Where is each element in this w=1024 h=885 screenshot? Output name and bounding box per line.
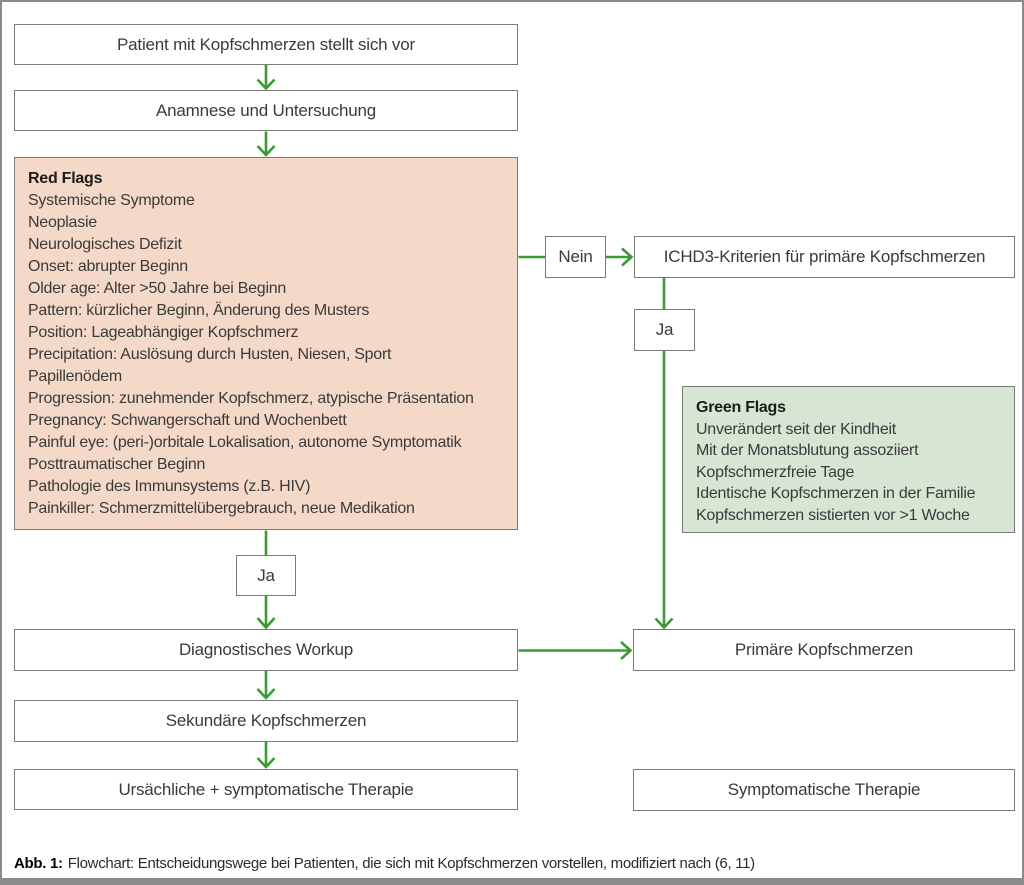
caption-text: Flowchart: Entscheidungswege bei Patient… (67, 855, 755, 872)
decision-label-nein: Nein (545, 236, 606, 278)
green-flag-item: Kopfschmerzen sistierten vor >1 Woche (696, 506, 970, 524)
arrow-ja-to-primaere (654, 351, 674, 630)
red-flag-item: Neoplasie (28, 214, 97, 231)
node-anamnese: Anamnese und Untersuchung (14, 90, 518, 131)
red-flag-item: Systemische Symptome (28, 192, 195, 209)
red-flag-item: Progression: zunehmender Kopfschmerz, at… (28, 390, 474, 407)
red-flag-item: Precipitation: Auslösung durch Husten, N… (28, 346, 392, 363)
red-flag-item: Pattern: kürzlicher Beginn, Änderung des… (28, 302, 370, 319)
red-flag-item: Older age: Alter >50 Jahre bei Beginn (28, 280, 287, 297)
arrow-ja-to-workup (256, 596, 276, 630)
caption-number: Abb. 1: (14, 855, 63, 872)
node-sekundaere-kopfschmerzen: Sekundäre Kopfschmerzen (14, 700, 518, 742)
arrow-nein-to-ichd3 (606, 247, 634, 267)
node-ursaechliche-therapie: Ursächliche + symptomatische Therapie (14, 769, 518, 810)
red-flags-title: Red Flags (28, 170, 103, 187)
figure-caption: Abb. 1:Flowchart: Entscheidungswege bei … (14, 855, 755, 872)
green-flag-item: Mit der Monatsblutung assoziiert (696, 442, 919, 459)
node-diagnostisches-workup: Diagnostisches Workup (14, 629, 518, 671)
red-flag-item: Onset: abrupter Beginn (28, 258, 188, 275)
red-flag-item: Position: Lageabhängiger Kopfschmerz (28, 324, 299, 341)
node-symptomatische-therapie: Symptomatische Therapie (633, 769, 1015, 811)
green-flag-item: Kopfschmerzfreie Tage (696, 463, 855, 481)
green-flag-item: Unverändert seit der Kindheit (696, 420, 896, 438)
red-flag-item: Pregnancy: Schwangerschaft und Wochenbet… (28, 412, 347, 429)
red-flag-item: Posttraumatischer Beginn (28, 456, 206, 473)
arrow-workup-to-primaere (518, 641, 633, 660)
node-ichd3-kriterien: ICHD3-Kriterien für primäre Kopfschmerze… (634, 236, 1015, 278)
decision-label-ja-left: Ja (236, 555, 296, 596)
red-flag-item: Painful eye: (peri-)orbitale Lokalisatio… (28, 434, 462, 451)
red-flag-item: Papillenödem (28, 368, 122, 385)
arrow-sekundaere-to-ursaechliche (256, 742, 276, 769)
node-patient: Patient mit Kopfschmerzen stellt sich vo… (14, 24, 518, 65)
figure-bottom-rule (2, 878, 1022, 883)
green-flags-title: Green Flags (696, 399, 786, 416)
node-primaere-kopfschmerzen: Primäre Kopfschmerzen (633, 629, 1015, 671)
decision-label-ja-right: Ja (634, 309, 695, 351)
red-flag-item: Pathologie des Immunsystems (z.B. HIV) (28, 478, 311, 495)
green-flag-item: Identische Kopfschmerzen in der Familie (696, 485, 976, 502)
red-flag-item: Painkiller: Schmerzmittelübergebrauch, n… (28, 500, 415, 517)
arrow-patient-to-anamnese (256, 65, 276, 91)
red-flag-item: Neurologisches Defizit (28, 236, 182, 253)
arrow-workup-to-sekundaere (256, 671, 276, 700)
green-flags-box: Green Flags Unverändert seit der Kindhei… (682, 386, 1015, 533)
arrow-anamnese-to-redflags (256, 131, 276, 157)
